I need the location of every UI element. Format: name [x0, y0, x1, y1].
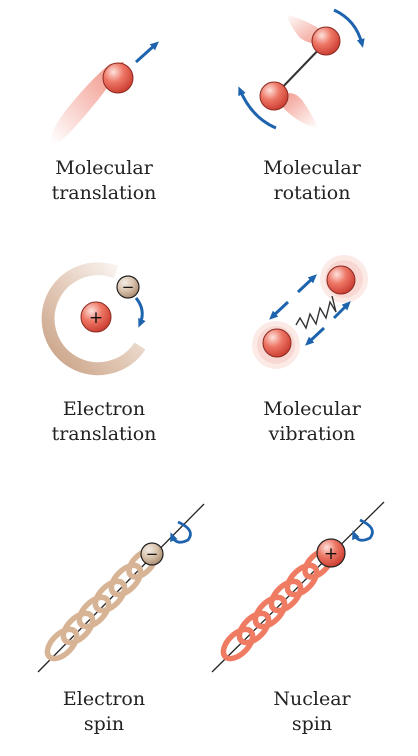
molecular-translation-figure — [51, 41, 159, 143]
molecule-ball — [102, 62, 134, 94]
rotation-ball-lower — [259, 81, 289, 111]
electron-orbit — [41, 262, 146, 376]
rotation-arrow-upper — [333, 8, 365, 48]
vibration-arrow-2 — [269, 300, 290, 320]
electron-spin-ball — [140, 542, 164, 566]
vibration-spring — [295, 295, 337, 330]
nucleus-ball — [80, 301, 112, 333]
electron-sign: − — [122, 278, 135, 296]
vibration-arrow-1 — [296, 274, 317, 294]
vibration-ball-upper — [326, 265, 356, 295]
electron-spin-coil — [44, 548, 158, 662]
electron-spin-figure: − — [37, 503, 205, 673]
caption-electron-spin: Electron spin — [62, 688, 146, 735]
electron-spin-axis — [37, 503, 205, 673]
vibration-arrow-4 — [305, 326, 326, 346]
rotation-ball-upper — [311, 26, 341, 56]
nuclear-spin-sign: + — [324, 544, 338, 564]
molecular-rotation-figure — [238, 8, 365, 130]
nuclear-spin-figure: + — [211, 501, 385, 673]
caption-molecular-rotation: Molecular rotation — [263, 157, 361, 204]
vibration-arrow-3 — [332, 301, 351, 320]
electron-ball — [116, 275, 140, 299]
nucleus-sign: + — [89, 308, 103, 328]
translation-arrow — [134, 41, 159, 64]
caption-nuclear-spin: Nuclear spin — [273, 688, 351, 735]
caption-electron-translation: Electron translation — [51, 398, 157, 445]
caption-molecular-translation: Molecular translation — [51, 157, 157, 204]
rotation-arrow-lower — [238, 86, 277, 130]
electron-spin-arrow — [170, 520, 192, 544]
electron-arrow — [134, 297, 146, 328]
electron-spin-sign: − — [146, 545, 159, 563]
caption-molecular-vibration: Molecular vibration — [263, 398, 361, 445]
vibration-ball-lower — [262, 328, 292, 358]
nuclear-spin-ball — [316, 538, 346, 568]
nuclear-spin-arrow — [352, 518, 374, 542]
nuclear-spin-coil — [220, 548, 334, 662]
molecular-vibration-figure — [252, 255, 368, 369]
electron-translation-figure: + − — [41, 262, 146, 376]
